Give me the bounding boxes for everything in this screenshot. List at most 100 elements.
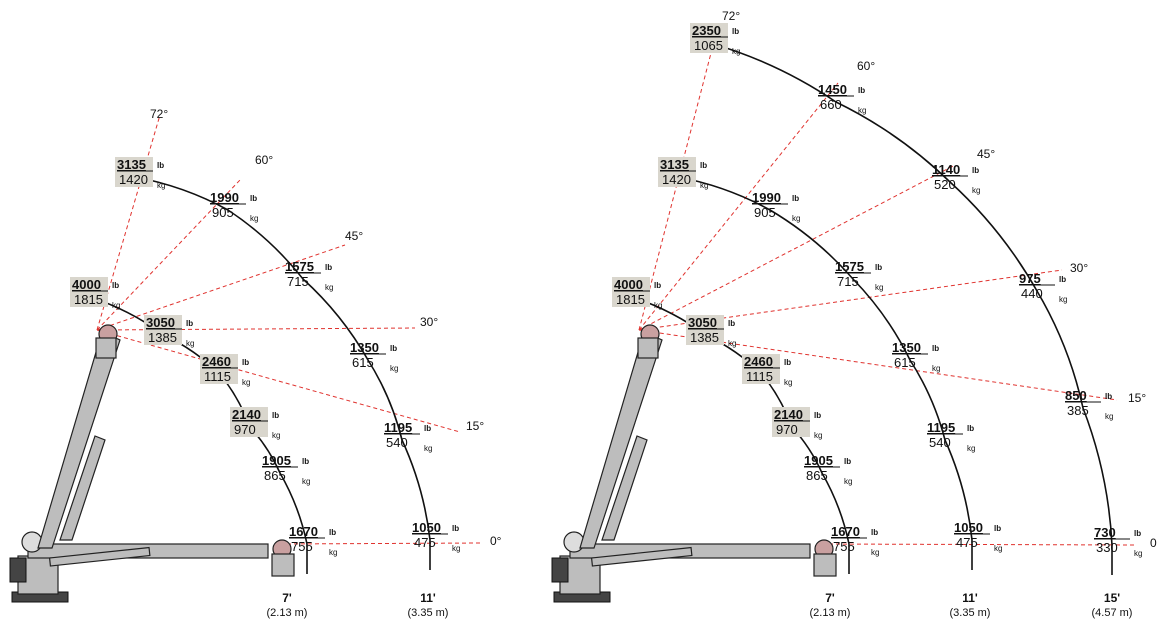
load-kg-value: 755 <box>291 539 313 554</box>
crane-illustration <box>551 324 837 603</box>
highlight-box <box>200 354 238 384</box>
kg-unit: kg <box>1105 412 1113 421</box>
load-lb-value: 1905 <box>262 453 291 468</box>
load-lb-value: 2350 <box>692 23 721 38</box>
load-lb-value: 4000 <box>614 277 643 292</box>
angle-ray <box>821 543 1138 546</box>
highlight-box <box>658 157 696 187</box>
load-kg-value: 970 <box>776 422 798 437</box>
boom-tip-hook-block <box>813 553 837 577</box>
angle-label: 45° <box>345 229 363 243</box>
load-kg-value: 1385 <box>690 330 719 345</box>
distance-ft-label: 11' <box>420 591 436 605</box>
lb-unit: lb <box>424 424 431 433</box>
load-kg-value: 1420 <box>119 172 148 187</box>
load-lb-value: 1575 <box>285 259 314 274</box>
crane-lower-cylinder <box>590 546 693 567</box>
kg-unit: kg <box>728 339 736 348</box>
lb-unit: lb <box>329 528 336 537</box>
lb-unit: lb <box>242 358 249 367</box>
kg-unit: kg <box>186 339 194 348</box>
distance-ft-label: 15' <box>1104 591 1120 605</box>
highlight-box <box>772 407 810 437</box>
load-lb-value: 1050 <box>954 520 983 535</box>
inclined-boom-tip-block <box>95 337 117 359</box>
load-kg-value: 755 <box>833 539 855 554</box>
highlight-box <box>115 157 153 187</box>
kg-unit: kg <box>932 364 940 373</box>
angle-label: 0 <box>1150 536 1157 550</box>
crane-motor <box>9 557 27 583</box>
distance-ft-label: 11' <box>962 591 978 605</box>
load-lb-value: 1195 <box>927 420 955 435</box>
load-kg-value: 385 <box>1067 403 1089 418</box>
load-lb-value: 1050 <box>412 520 441 535</box>
lb-unit: lb <box>814 411 821 420</box>
load-kg-value: 1815 <box>616 292 645 307</box>
lb-unit: lb <box>792 194 799 203</box>
angle-label: 72° <box>722 9 740 23</box>
load-lb-value: 3050 <box>688 315 717 330</box>
lb-unit: lb <box>972 166 979 175</box>
load-radius-arc <box>677 176 973 570</box>
lb-unit: lb <box>112 281 119 290</box>
load-label: 1195 lb 540 kg <box>384 420 432 453</box>
load-lb-value: 1990 <box>752 190 781 205</box>
kg-unit: kg <box>272 431 280 440</box>
highlight-box <box>742 354 780 384</box>
kg-unit: kg <box>875 283 883 292</box>
lb-unit: lb <box>994 524 1001 533</box>
kg-unit: kg <box>390 364 398 373</box>
distance-m-label: (3.35 m) <box>950 607 991 619</box>
kg-unit: kg <box>858 106 866 115</box>
kg-unit: kg <box>814 431 822 440</box>
kg-unit: kg <box>700 181 708 190</box>
load-radius-arc <box>709 42 1113 575</box>
lb-unit: lb <box>875 263 882 272</box>
load-lb-value: 3135 <box>117 157 146 172</box>
load-kg-value: 540 <box>386 435 408 450</box>
load-lb-value: 1670 <box>831 524 860 539</box>
lb-unit: lb <box>784 358 791 367</box>
load-kg-value: 715 <box>287 274 309 289</box>
load-radius-arc <box>134 176 431 570</box>
kg-unit: kg <box>654 301 662 310</box>
angle-ray <box>638 164 956 331</box>
angle-label: 30° <box>1070 261 1088 275</box>
angle-ray <box>638 82 839 331</box>
crane-inclined-boom <box>37 331 121 549</box>
distance-ft-label: 7' <box>825 591 835 605</box>
angle-ray <box>96 244 346 331</box>
load-kg-value: 715 <box>837 274 859 289</box>
mast-pivot <box>563 531 585 553</box>
kg-unit: kg <box>112 301 120 310</box>
load-lb-value: 1195 <box>384 420 412 435</box>
crane-motor <box>551 557 569 583</box>
load-kg-value: 1385 <box>148 330 177 345</box>
kg-unit: kg <box>1059 295 1067 304</box>
load-kg-value: 970 <box>234 422 256 437</box>
kg-unit: kg <box>792 214 800 223</box>
lb-unit: lb <box>654 281 661 290</box>
kg-unit: kg <box>424 444 432 453</box>
load-kg-value: 1420 <box>662 172 691 187</box>
load-kg-value: 1815 <box>74 292 103 307</box>
kg-unit: kg <box>157 181 165 190</box>
lb-unit: lb <box>844 457 851 466</box>
kg-unit: kg <box>325 283 333 292</box>
load-kg-value: 440 <box>1021 286 1043 301</box>
load-kg-value: 905 <box>212 205 234 220</box>
